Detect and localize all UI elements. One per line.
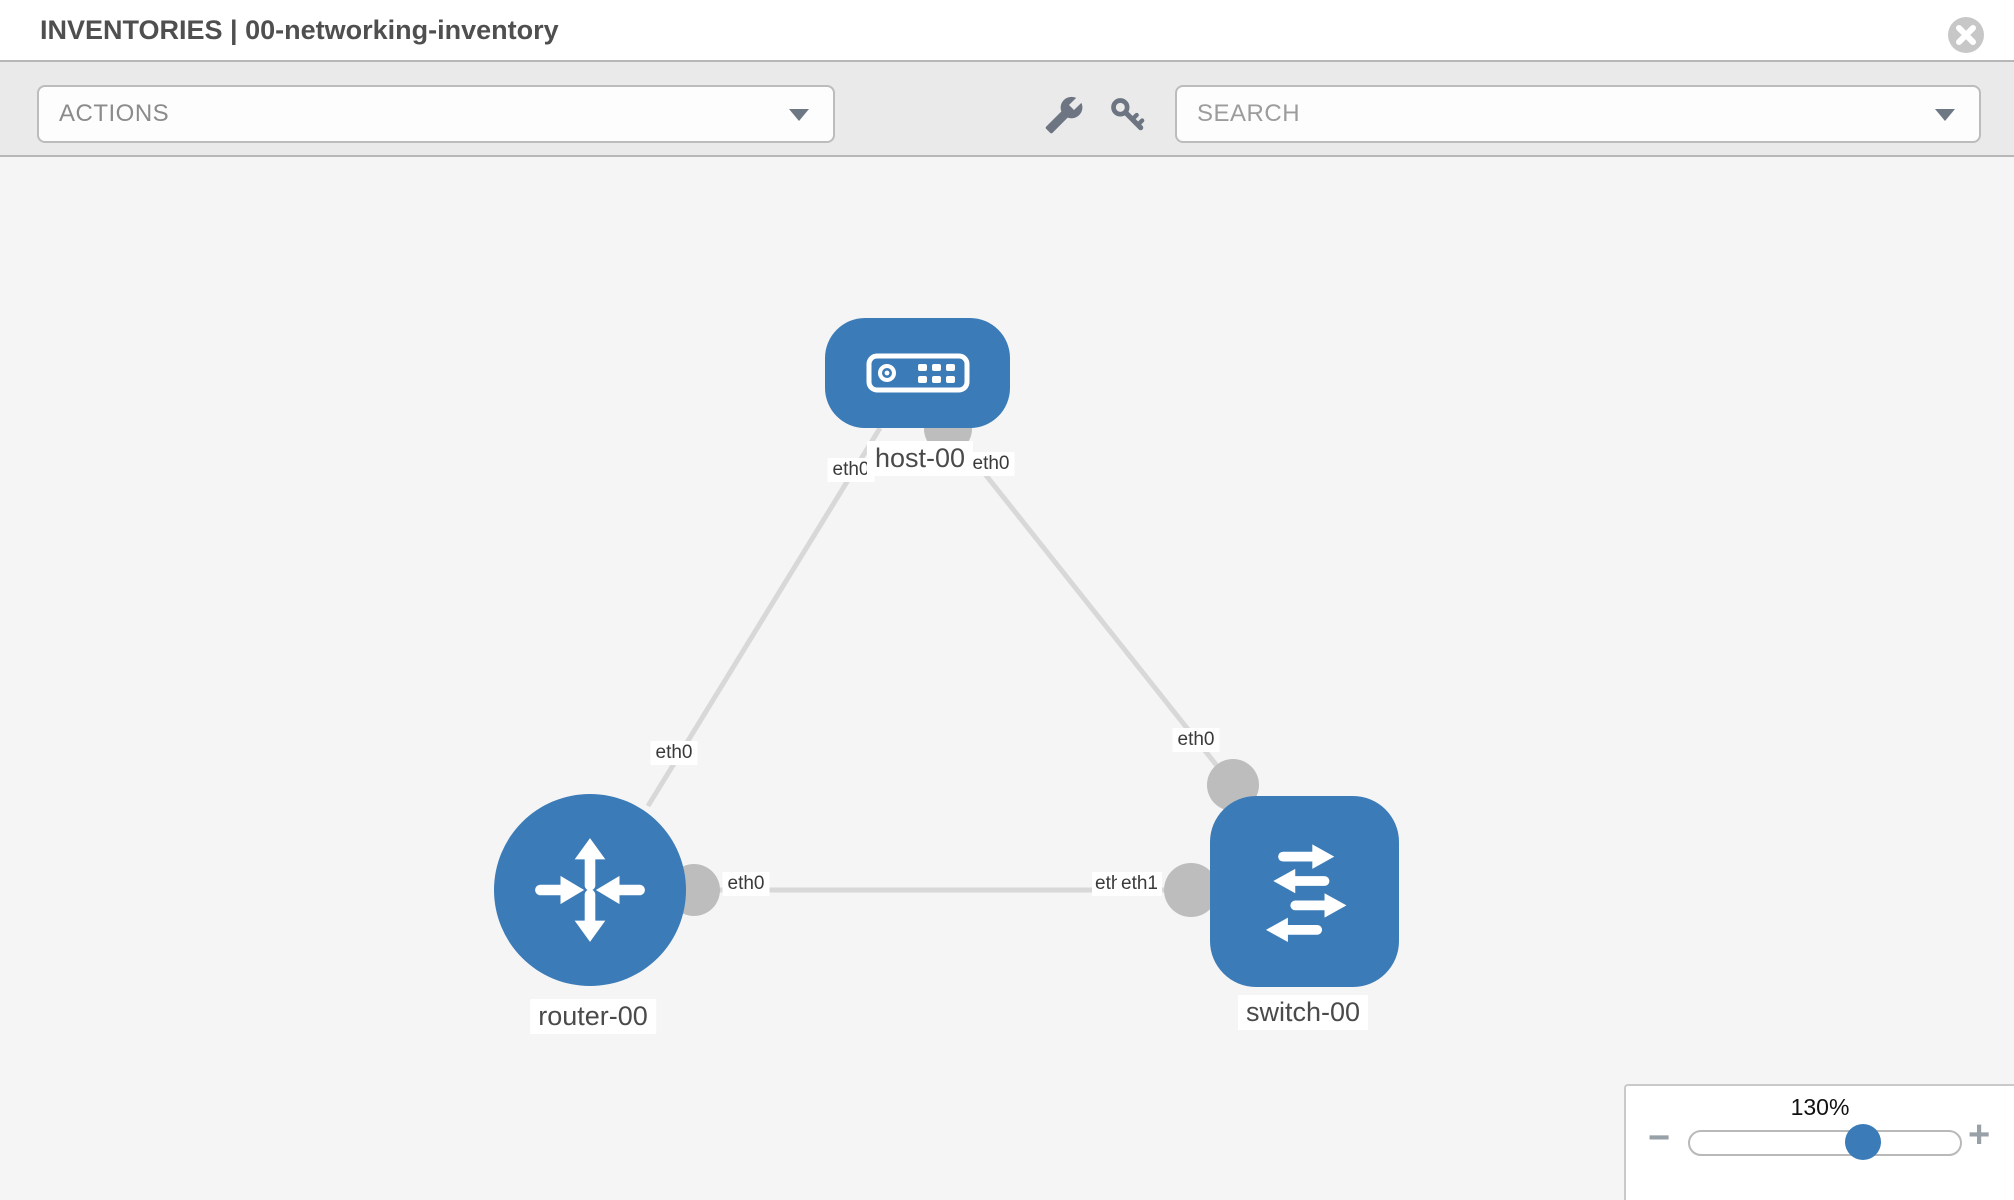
node-host-00[interactable] bbox=[825, 318, 1010, 428]
interface-label-router-switch-routerside: eth0 bbox=[722, 872, 770, 896]
switch-icon bbox=[1265, 843, 1346, 942]
node-label-router: router-00 bbox=[530, 999, 656, 1034]
interface-label-host-switch-hostside: eth0 bbox=[967, 452, 1015, 476]
chevron-down-icon bbox=[789, 109, 809, 121]
key-icon bbox=[1111, 98, 1145, 131]
node-router-00[interactable] bbox=[494, 794, 686, 986]
links-layer bbox=[645, 405, 1259, 917]
zoom-panel: 130% − + bbox=[1624, 1084, 2014, 1200]
wrench-icon bbox=[1045, 96, 1083, 134]
search-dropdown[interactable]: SEARCH bbox=[1175, 85, 1981, 143]
zoom-slider-thumb[interactable] bbox=[1845, 1124, 1881, 1160]
interface-circle-switch-left bbox=[1164, 863, 1218, 917]
interface-label-host-switch-switchside: eth0 bbox=[1172, 728, 1220, 752]
configure-button[interactable] bbox=[1043, 95, 1085, 137]
header: INVENTORIES | 00-networking-inventory bbox=[0, 0, 2014, 62]
toolbar: ACTIONS SEARCH bbox=[0, 62, 2014, 157]
zoom-out-button[interactable]: − bbox=[1648, 1117, 1671, 1159]
chevron-down-icon bbox=[1935, 109, 1955, 121]
link-host-switch bbox=[948, 428, 1235, 788]
interface-label-host-router-hostside: eth0 bbox=[827, 458, 875, 482]
interface-label-router-switch-switchside: eth1 bbox=[1117, 872, 1162, 896]
zoom-in-button[interactable]: + bbox=[1968, 1114, 1991, 1156]
node-switch-00[interactable] bbox=[1210, 796, 1399, 987]
close-button[interactable] bbox=[1948, 17, 1984, 53]
actions-dropdown-label: ACTIONS bbox=[59, 100, 170, 127]
credentials-button[interactable] bbox=[1107, 95, 1149, 137]
zoom-level: 130% bbox=[1790, 1094, 1850, 1120]
search-dropdown-label: SEARCH bbox=[1197, 100, 1301, 127]
node-label-switch: switch-00 bbox=[1237, 995, 1369, 1030]
topology-canvas[interactable]: host-00 router-00 switch-00 eth0 eth0 et… bbox=[0, 157, 2014, 1200]
router-icon bbox=[535, 838, 645, 942]
zoom-slider-track[interactable] bbox=[1688, 1124, 1962, 1160]
actions-dropdown[interactable]: ACTIONS bbox=[37, 85, 835, 143]
interface-label-host-router-routerside: eth0 bbox=[650, 741, 698, 765]
close-icon bbox=[1956, 25, 1976, 45]
host-icon bbox=[866, 353, 969, 393]
node-label-host: host-00 bbox=[866, 441, 974, 476]
page-title: INVENTORIES | 00-networking-inventory bbox=[40, 15, 559, 45]
